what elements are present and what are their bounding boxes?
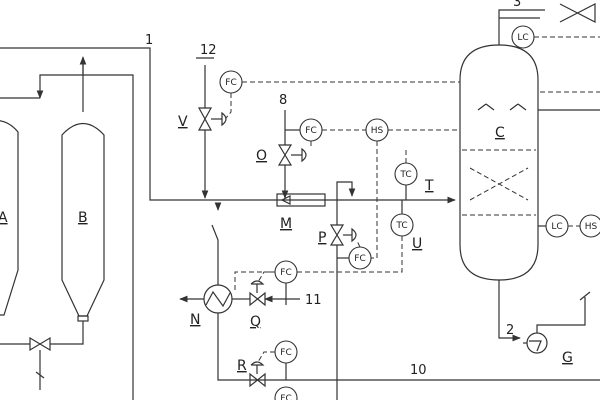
exchanger-n-label: N — [190, 312, 200, 328]
svg-text:FC: FC — [280, 394, 291, 400]
fc-bottom-instrument: FC — [274, 386, 298, 400]
svg-text:LC: LC — [517, 33, 528, 43]
fc-p-instrument: FC — [348, 246, 372, 270]
vessel-top-piping — [0, 47, 456, 400]
column-c-label: C — [495, 125, 505, 141]
overhead-valve — [559, 3, 596, 23]
signal-fc-r-valve — [257, 351, 275, 363]
svg-text:HS: HS — [585, 222, 598, 232]
valve-p-label: P — [318, 230, 326, 246]
mixer-m — [276, 193, 326, 207]
valve-o-label: O — [256, 148, 267, 164]
fc-o-instrument: FC — [299, 118, 323, 142]
overhead-outlet — [498, 9, 545, 32]
vessel-a: A — [0, 120, 19, 316]
lc-bottom-instrument: LC — [545, 214, 569, 238]
signal-fc-p-valve — [356, 240, 361, 248]
fc-r-instrument: FC — [274, 340, 298, 364]
mixer-bypass — [336, 181, 356, 200]
column-c — [459, 32, 600, 342]
valve-o — [277, 110, 307, 199]
heat-exchanger-n — [179, 202, 600, 381]
svg-text:FC: FC — [225, 78, 236, 88]
stream-12-label: 12 — [200, 43, 217, 58]
vessel-b-label: B — [78, 210, 88, 226]
stream-8-label: 8 — [279, 93, 287, 108]
stream-3-label: 3 — [513, 0, 521, 10]
valve-v-label: V — [178, 114, 188, 130]
controller-u-label: U — [412, 236, 422, 252]
vessel-b: B — [61, 122, 105, 322]
hs-instrument-bottom: HS — [579, 214, 600, 238]
valve-q — [245, 280, 300, 307]
svg-text:TC: TC — [399, 170, 411, 180]
svg-text:HS: HS — [371, 126, 384, 136]
valve-r — [249, 361, 266, 388]
mixer-m-label: M — [280, 216, 292, 232]
bottom-valve — [0, 321, 84, 390]
svg-text:LC: LC — [551, 222, 562, 232]
signal-fc-q-valve — [257, 271, 275, 283]
stream-10-label: 10 — [410, 363, 427, 378]
fc-q-instrument: FC — [274, 260, 298, 284]
fc-v-instrument: FC — [219, 70, 243, 94]
pump-g — [523, 291, 591, 354]
svg-text:FC: FC — [280, 348, 291, 358]
pump-g-label: G — [562, 350, 573, 366]
controller-t-label: T — [424, 178, 434, 194]
signal-tc-u-exchanger — [234, 236, 403, 290]
lc-top-instrument: LC — [511, 25, 535, 49]
hs-instrument-top: HS — [365, 118, 389, 142]
signal-fc-v-valve — [225, 93, 232, 119]
svg-text:TC: TC — [395, 221, 407, 231]
tc-t-instrument: TC — [394, 162, 418, 186]
valve-q-label: Q — [250, 314, 261, 330]
svg-text:FC: FC — [354, 254, 365, 264]
signal-hs-fc-p — [371, 141, 378, 259]
vessel-a-label: A — [0, 210, 8, 226]
svg-text:FC: FC — [280, 268, 291, 278]
valve-v — [196, 57, 227, 199]
valve-p — [329, 200, 357, 400]
valve-r-label: R — [237, 358, 247, 374]
stream-1-label: 1 — [145, 33, 153, 48]
tc-u-instrument: TC — [390, 213, 414, 237]
stream-2-label: 2 — [506, 323, 514, 338]
stream-11-label: 11 — [305, 293, 322, 308]
svg-text:FC: FC — [305, 126, 316, 136]
